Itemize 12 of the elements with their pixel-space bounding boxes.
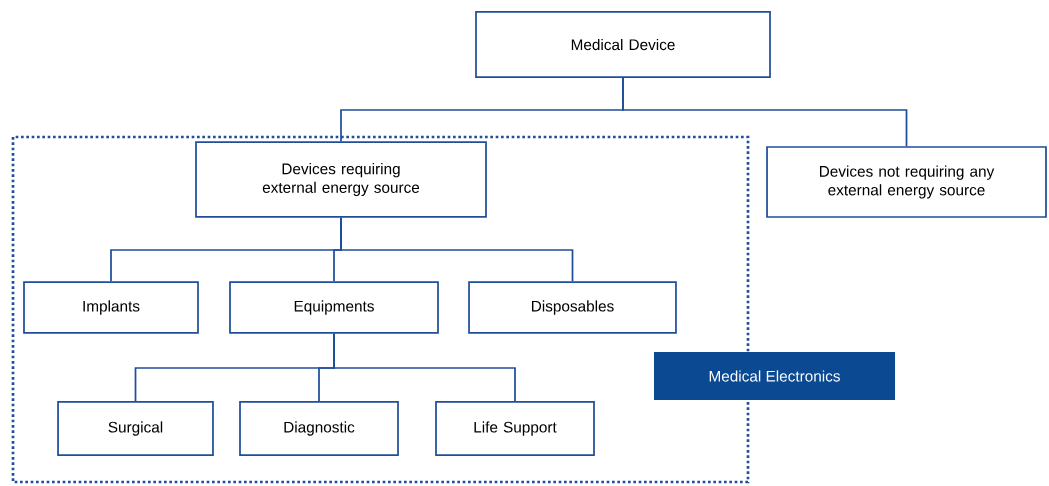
- connector: [333, 332, 516, 402]
- connector: [622, 77, 908, 147]
- box: Medical Device: [475, 11, 771, 78]
- box: Equipments: [229, 281, 439, 334]
- box: Devices not requiring any external energy source: [766, 146, 1047, 218]
- box: Devices requiring external energy source: [195, 141, 487, 218]
- box: Disposables: [468, 281, 677, 334]
- box: Surgical: [57, 401, 214, 456]
- box: Diagnostic: [239, 401, 399, 456]
- connector: [340, 216, 574, 283]
- box: Implants: [23, 281, 199, 334]
- box: Life Support: [435, 401, 595, 456]
